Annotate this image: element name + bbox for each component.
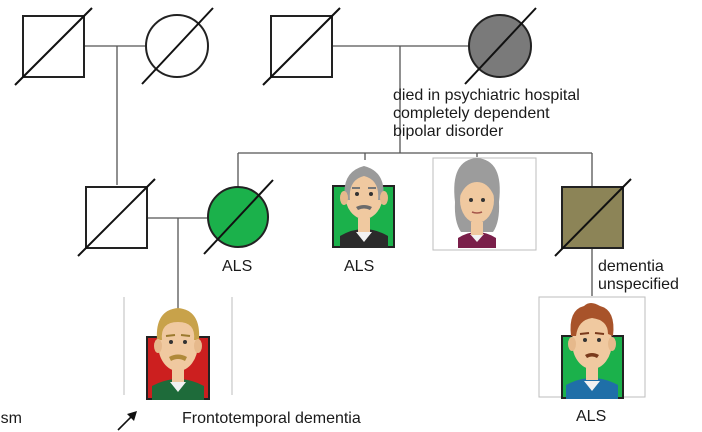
grey-haired-woman-portrait-icon <box>454 158 500 248</box>
ii-youngest-note-line: unspecified <box>598 276 679 293</box>
deceased-slash <box>77 178 156 257</box>
grandmother-note-line: died in psychiatric hospital <box>393 87 580 104</box>
iii-cousin-label: ALS <box>576 408 607 425</box>
gen2-mother-als <box>203 179 274 255</box>
deceased-slash <box>141 7 214 85</box>
grandmother-note: died in psychiatric hospital completely … <box>393 87 580 141</box>
ii-youngest-note-line: dementia <box>598 258 664 275</box>
arrow-icon <box>117 411 137 431</box>
bald-man-portrait-icon <box>332 166 395 248</box>
deceased-slash <box>262 7 341 86</box>
gen1-left-male <box>14 7 93 86</box>
blond-man-portrait-icon <box>146 308 210 400</box>
ii-youngest-note: dementia unspecified <box>598 258 679 294</box>
pedigree-lines <box>84 45 593 313</box>
portrait-frame-ii-sister2 <box>432 157 537 251</box>
gen1-right-female-psychiatric <box>464 7 537 85</box>
ii-brother-label: ALS <box>344 258 375 275</box>
brown-haired-man-portrait-icon <box>561 303 624 399</box>
deceased-slash <box>203 179 274 255</box>
deceased-slash <box>14 7 93 86</box>
gen2-dementia-unspecified <box>554 178 632 257</box>
deceased-slash <box>464 7 537 85</box>
gen1-right-male <box>262 7 341 86</box>
gen2-father <box>77 178 156 257</box>
proband-label: Frontotemporal dementia <box>182 410 361 427</box>
partial-left-text: sm <box>0 410 22 427</box>
gen1-left-female <box>141 7 214 85</box>
grandmother-note-line: bipolar disorder <box>393 123 504 140</box>
deceased-slash <box>554 178 632 257</box>
grandmother-note-line: completely dependent <box>393 105 550 122</box>
ii-sister-label: ALS <box>222 258 253 275</box>
